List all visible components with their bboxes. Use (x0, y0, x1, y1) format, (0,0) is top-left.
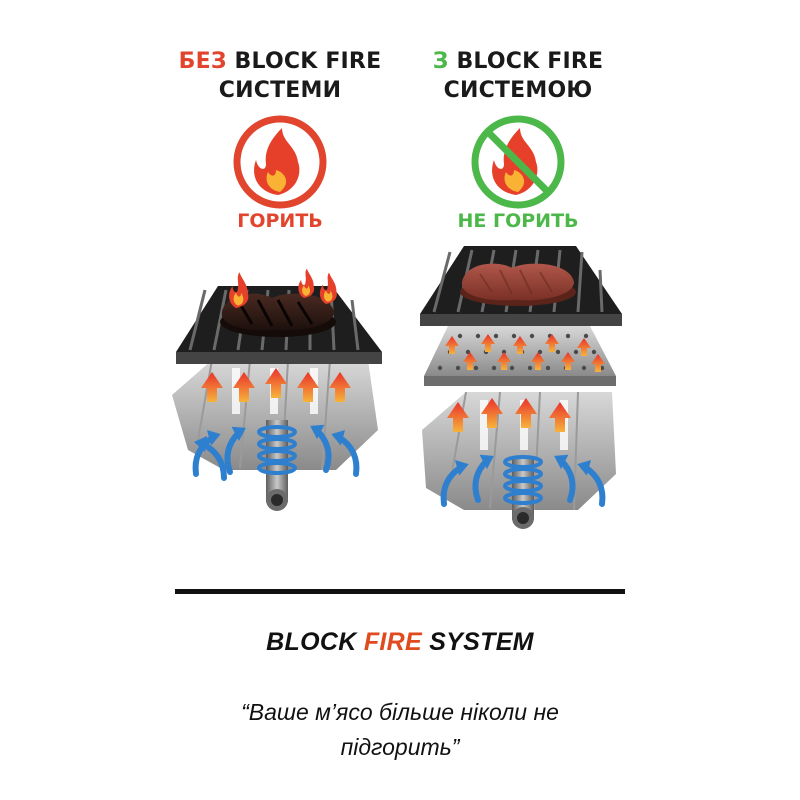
right-title-accent: З (432, 49, 449, 74)
flame-icon (233, 115, 327, 209)
no-fire-icon (471, 115, 565, 209)
brand-part-block: BLOCK (266, 628, 364, 656)
right-grill-illustration (420, 246, 622, 529)
right-column-title: З BLOCK FIRE СИСТЕМОЮ (408, 47, 628, 105)
right-status-label: НЕ ГОРИТЬ (457, 210, 579, 232)
right-title-line2: СИСТЕМОЮ (443, 78, 593, 103)
right-title-rest: BLOCK FIRE (448, 49, 604, 74)
left-grill-illustration (172, 268, 382, 511)
left-title-accent: БЕЗ (178, 49, 227, 74)
brand-part-fire: FIRE (363, 628, 422, 656)
section-divider (175, 589, 625, 594)
left-title-line2: СИСТЕМИ (218, 78, 342, 103)
brand-title: BLOCK FIRE SYSTEM (0, 628, 800, 657)
left-column-title: БЕЗ BLOCK FIRE СИСТЕМИ (170, 47, 390, 105)
grill-comparison-illustration (172, 115, 622, 529)
left-status-label: ГОРИТЬ (237, 210, 323, 232)
left-title-rest: BLOCK FIRE (226, 49, 382, 74)
brand-part-system: SYSTEM (421, 628, 534, 656)
slogan-text: “Ваше м’ясо більше ніколи не підгорить” (241, 699, 559, 760)
